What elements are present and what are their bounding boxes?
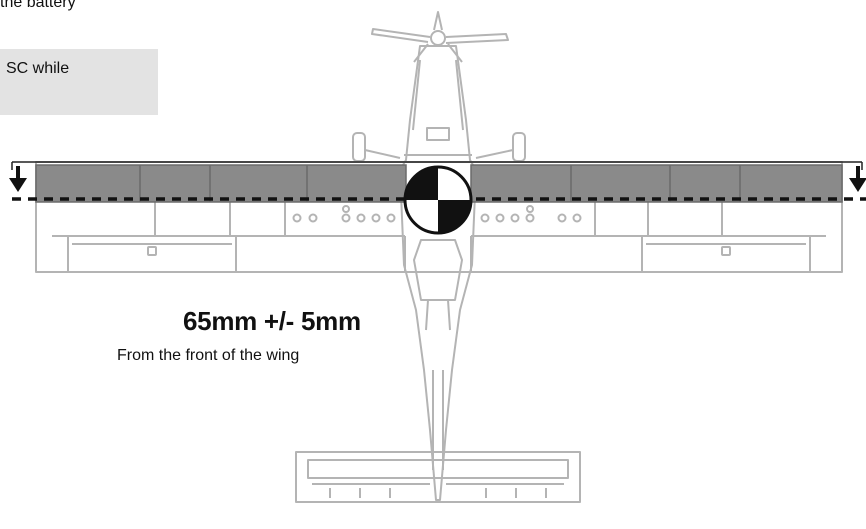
note-box: SC while [0, 49, 158, 115]
main-wing [35, 161, 843, 273]
propeller [371, 11, 509, 63]
note-text: SC while [6, 60, 70, 77]
cg-measurement: 65mm +/- 5mm [183, 306, 361, 336]
cg-reference-text: From the front of the wing [117, 347, 300, 364]
horizontal-tail [295, 451, 581, 503]
left-down-arrow-icon [9, 166, 27, 192]
instruction-fragment: the battery [0, 0, 76, 11]
right-down-arrow-icon [849, 166, 866, 192]
cg-balance-symbol-icon [403, 165, 473, 235]
cg-zone-band [35, 164, 843, 203]
